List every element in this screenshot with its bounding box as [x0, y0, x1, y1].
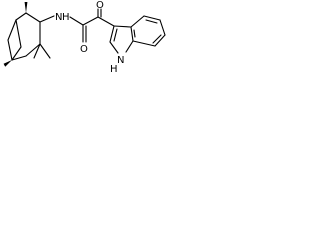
- c3a-c7a-bond: [130, 26, 134, 42]
- ring-bond: [7, 19, 17, 41]
- amide-oxygen-label: O: [80, 44, 88, 55]
- keto-oxygen-label: O: [96, 0, 104, 11]
- benzene-ring: [130, 15, 166, 47]
- ring-bond: [143, 15, 161, 21]
- ring-bond: [154, 34, 166, 47]
- bicyclic-ring: [7, 12, 41, 61]
- ring-bond: [130, 15, 145, 28]
- c2-n1-bond: [109, 41, 119, 54]
- ring-bond: [11, 55, 27, 61]
- c-c3-bond: [97, 16, 115, 27]
- ring-double-bond: [145, 19, 158, 24]
- pyrrole-ring: [109, 25, 134, 54]
- c3-c3a-bond: [113, 25, 132, 28]
- ring-bond: [25, 43, 41, 57]
- ring-bond: [132, 40, 156, 47]
- ring-double-bond: [152, 34, 162, 44]
- ring-double-bond: [133, 29, 136, 38]
- ring-bond: [25, 12, 41, 23]
- gem-methyl-bond: [39, 43, 51, 59]
- ring-bond: [15, 12, 27, 21]
- n-c-bond: [69, 16, 84, 26]
- c3-c2-double-bond: [113, 28, 118, 42]
- bridgehead-methyl-wedge: [24, 2, 28, 13]
- ring-bond: [159, 19, 166, 36]
- c3-c2-bond: [109, 25, 115, 43]
- indole-nitrogen-label: N: [117, 55, 124, 66]
- amide-hydrogen-label: H: [62, 12, 70, 23]
- amide-nitrogen-label: N: [55, 12, 62, 23]
- n1-c7a-bond: [125, 40, 134, 53]
- gem-methyl-bond: [33, 43, 41, 59]
- c-c-bond: [82, 16, 99, 26]
- bridgehead-wedge: [3, 60, 12, 67]
- indole-hydrogen-label: H: [110, 64, 118, 75]
- ring-bond: [11, 46, 22, 61]
- ring-bridge-bond: [15, 19, 22, 48]
- chemical-structure: N H O O N H: [3, 0, 166, 75]
- c-n-bond: [39, 15, 55, 23]
- ring-bond: [7, 39, 13, 61]
